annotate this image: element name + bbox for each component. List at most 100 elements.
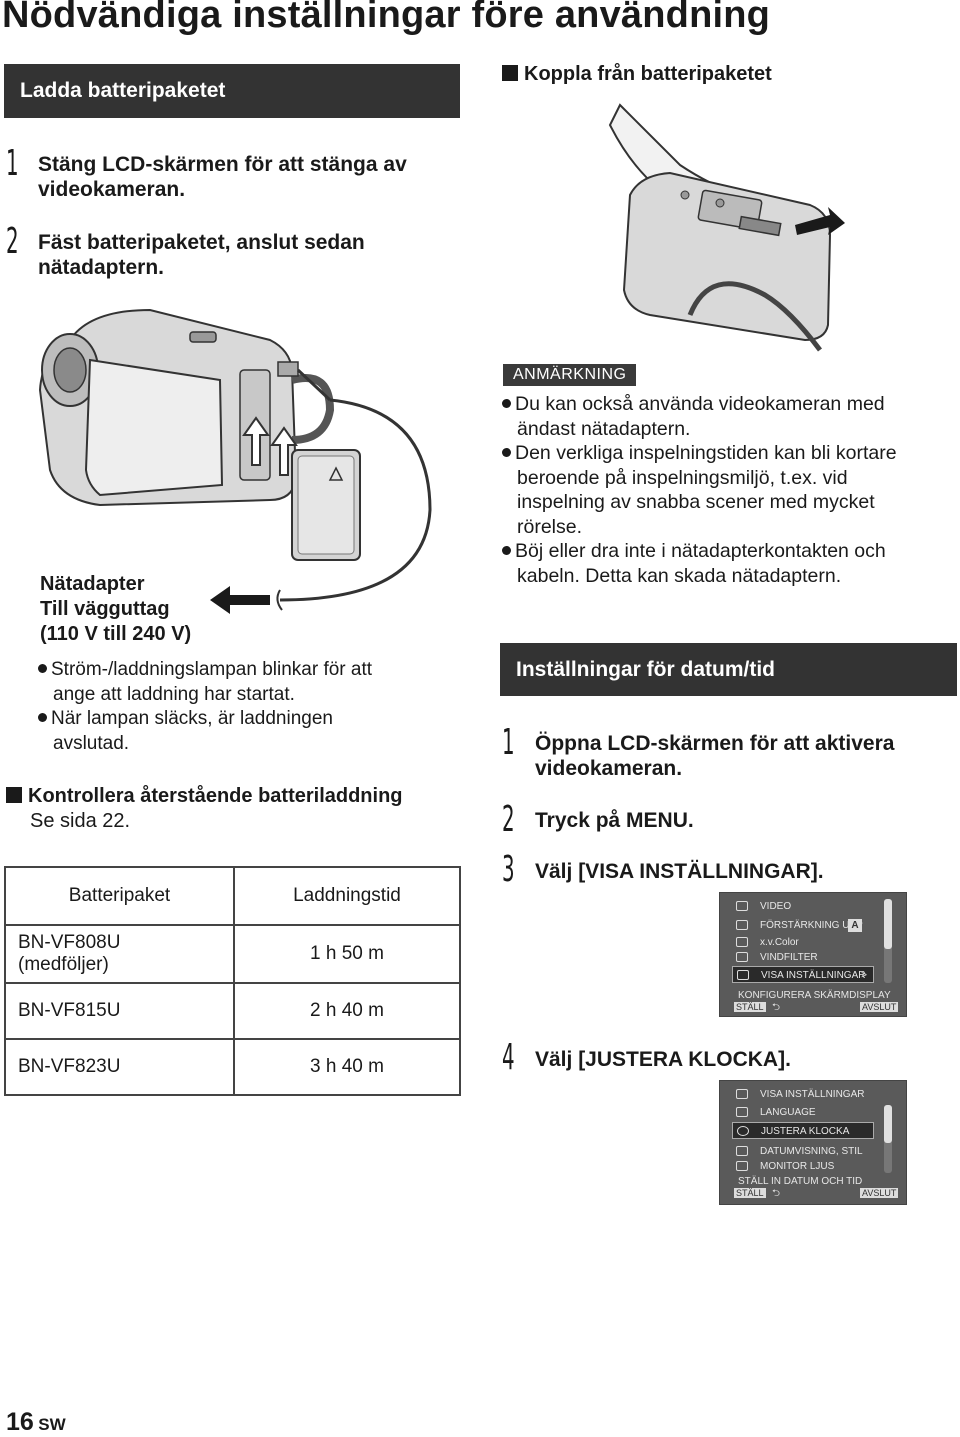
check-battery-heading: Kontrollera återstående batteriladdning [6, 785, 403, 808]
back-icon[interactable]: ⮌ [772, 1002, 781, 1013]
note-item: Den verkliga inspelningstiden kan bli ko… [502, 441, 957, 466]
note-line: ändast nätadaptern. [517, 417, 691, 440]
step-number-3: 3 [502, 849, 515, 890]
step-line: Öppna LCD-skärmen för att aktivera [535, 732, 895, 755]
label-wall-outlet: Till vägguttag [40, 598, 170, 620]
step-text-select-display-settings: Välj [VISA INSTÄLLNINGAR]. [535, 860, 824, 883]
charging-time-table: Batteripaket Laddningstid BN-VF808U(medf… [4, 866, 461, 1096]
remove-battery-illustration [608, 103, 845, 352]
section-bar-date-time: Inställningar för datum/tid [500, 643, 957, 696]
check-battery-ref: Se sida 22. [30, 810, 131, 832]
table-row: BN-VF815U 2 h 40 m [4, 982, 461, 1040]
step-number-2: 2 [6, 221, 19, 262]
bullet-dot-icon [502, 448, 511, 457]
bullet-dot-icon [502, 399, 511, 408]
set-label: STÄLL [734, 1188, 766, 1198]
note-line: beroende på inspelningsmiljö, t.ex. vid [517, 466, 848, 489]
gain-icon [736, 920, 748, 930]
video-icon [736, 901, 748, 911]
monitor-icon [736, 1161, 748, 1171]
label-adapter: Nätadapter [40, 573, 145, 595]
section-bar-charge-battery: Ladda batteripaketet [4, 64, 460, 118]
bullet-dot-icon [38, 713, 47, 722]
page-footer: 16 SW [6, 1408, 66, 1437]
table-header-battery: Batteripaket [4, 866, 235, 926]
color-icon [736, 937, 748, 947]
lcd-menu-adjust-clock: VISA INSTÄLLNINGAR LANGUAGE JUSTERA KLOC… [719, 1080, 907, 1205]
language-code: SW [38, 1415, 66, 1434]
note-item: Böj eller dra inte i nätadapterkontakten… [502, 539, 957, 564]
clock-icon [737, 1126, 749, 1136]
menu-item-date-style[interactable]: DATUMVISNING, STIL [732, 1143, 866, 1160]
page-number: 16 [6, 1408, 34, 1436]
menu-item-display-settings-header: VISA INSTÄLLNINGAR [732, 1086, 866, 1103]
step-line: Stäng LCD-skärmen för att stänga av [38, 153, 407, 176]
bullet-line: ange att laddning har startat. [53, 683, 295, 705]
menu-footer-hint: STÄLL IN DATUM OCH TID [738, 1176, 863, 1187]
menu-item-adjust-clock[interactable]: JUSTERA KLOCKA [732, 1122, 874, 1139]
menu-item-xvcolor[interactable]: x.v.Color [732, 934, 866, 951]
menu-scrollbar[interactable] [884, 899, 892, 983]
note-item: Du kan också använda videokameran med [502, 392, 957, 417]
table-cell-battery: BN-VF823U [4, 1038, 235, 1096]
table-cell-time: 1 h 50 m [233, 924, 461, 984]
step-text-press-menu: Tryck på MENU. [535, 809, 694, 832]
step-number-1: 1 [502, 722, 515, 763]
table-row: BN-VF808U(medföljer) 1 h 50 m [4, 924, 461, 984]
menu-item-wind-filter[interactable]: VINDFILTER [732, 949, 866, 966]
table-cell-time: 2 h 40 m [233, 982, 461, 1040]
menu-item-monitor-brightness[interactable]: MONITOR LJUS [732, 1158, 866, 1175]
adapter-labels: Nätadapter Till vägguttag (110 V till 24… [40, 572, 191, 647]
menu-item-display-settings[interactable]: VISA INSTÄLLNINGAR> [732, 966, 874, 983]
step-line: videokameran. [535, 757, 683, 780]
bullet-line: avslutad. [53, 732, 130, 754]
step-text-open-lcd: Öppna LCD-skärmen för att aktivera video… [535, 731, 955, 781]
step-text-attach-battery: Fäst batteripaketet, anslut sedan nätada… [38, 230, 458, 280]
calendar-icon [736, 1146, 748, 1156]
square-bullet-icon [6, 787, 22, 803]
display-settings-icon [736, 1089, 748, 1099]
table-row: BN-VF823U 3 h 40 m [4, 1038, 461, 1096]
table-cell-battery: BN-VF808U(medföljer) [4, 924, 235, 984]
table-header-time: Laddningstid [233, 866, 461, 926]
note-list: Du kan också använda videokameran med än… [502, 392, 957, 588]
set-label: STÄLL [734, 1002, 766, 1012]
menu-scrollbar[interactable] [884, 1105, 892, 1173]
disconnect-battery-heading: Koppla från batteripaketet [502, 63, 772, 86]
quit-label[interactable]: AVSLUT [860, 1002, 899, 1012]
charge-bullets: Ström-/laddningslampan blinkar för att a… [38, 658, 458, 756]
chevron-right-icon: > [861, 970, 867, 981]
scroll-thumb[interactable] [884, 899, 892, 949]
table-cell-time: 3 h 40 m [233, 1038, 461, 1096]
step-number-2: 2 [502, 799, 515, 840]
back-icon[interactable]: ⮌ [772, 1188, 781, 1199]
label-voltage: (110 V till 240 V) [40, 623, 192, 645]
note-tag: ANMÄRKNING [503, 364, 637, 386]
square-bullet-icon [502, 65, 518, 81]
bullet-item: Ström-/laddningslampan blinkar för att [38, 658, 458, 683]
menu-footer-hint: KONFIGURERA SKÄRMDISPLAY [738, 990, 891, 1001]
camcorder-charging-illustration [38, 308, 432, 614]
note-line: rörelse. [517, 515, 583, 538]
step-text-select-adjust-clock: Välj [JUSTERA KLOCKA]. [535, 1048, 791, 1071]
step-line: nätadaptern. [38, 256, 165, 279]
language-icon [736, 1107, 748, 1117]
display-settings-icon [737, 970, 749, 980]
auto-badge: A [848, 919, 862, 932]
quit-label[interactable]: AVSLUT [860, 1188, 899, 1198]
table-cell-battery: BN-VF815U [4, 982, 235, 1040]
step-number-4: 4 [502, 1037, 515, 1078]
note-line: inspelning av snabba scener med mycket [517, 491, 875, 513]
menu-item-video[interactable]: VIDEO [732, 898, 866, 915]
scroll-thumb[interactable] [884, 1105, 892, 1143]
note-line: kabeln. Detta kan skada nätadaptern. [517, 564, 842, 587]
menu-item-language[interactable]: LANGUAGE [732, 1104, 866, 1121]
bullet-dot-icon [502, 546, 511, 555]
step-text-close-lcd: Stäng LCD-skärmen för att stänga av vide… [38, 152, 458, 202]
step-line: Fäst batteripaketet, anslut sedan [38, 231, 365, 254]
step-number-1: 1 [6, 143, 19, 184]
bullet-item: När lampan släcks, är laddningen [38, 707, 458, 732]
page-title: Nödvändiga inställningar före användning [2, 0, 771, 36]
